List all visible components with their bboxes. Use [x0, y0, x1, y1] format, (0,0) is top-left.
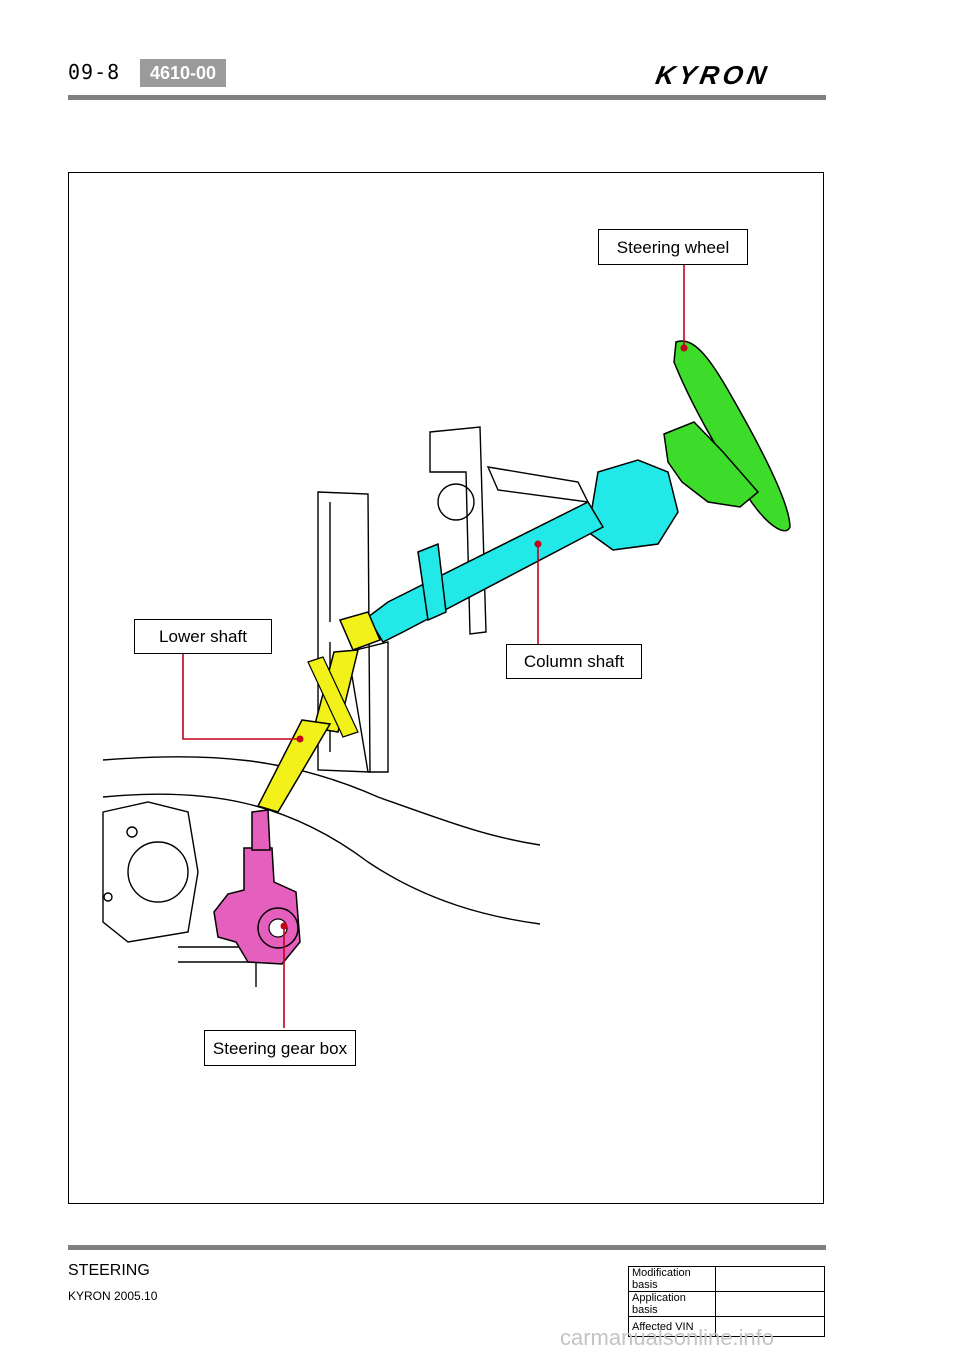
revision-table: Modification basis Application basis Aff… [628, 1266, 825, 1337]
leader-lines [182, 264, 685, 1028]
column-shaft-part [367, 459, 679, 643]
application-basis-value [715, 1291, 825, 1317]
leader-dots [280, 344, 688, 930]
section-code-badge: 4610-00 [140, 59, 226, 87]
edition-label: KYRON 2005.10 [68, 1289, 158, 1303]
page-number: 09-8 [68, 60, 121, 84]
table-row: Application basis [628, 1291, 825, 1317]
steering-wheel-callout: Steering wheel [598, 229, 748, 265]
vehicle-frame-outline [102, 426, 590, 987]
steering-gear-box-part [213, 809, 301, 965]
table-row: Affected VIN [628, 1316, 825, 1337]
modification-basis-value [715, 1266, 825, 1292]
steering-gear-box-callout: Steering gear box [204, 1030, 356, 1066]
steering-wheel-part [663, 340, 791, 532]
table-row: Modification basis [628, 1266, 825, 1292]
footer-divider [68, 1245, 826, 1250]
affected-vin-label: Affected VIN [628, 1316, 716, 1337]
header-divider [68, 95, 826, 100]
modification-basis-label: Modification basis [628, 1266, 716, 1292]
affected-vin-value [715, 1316, 825, 1337]
column-shaft-callout: Column shaft [506, 644, 642, 679]
lower-shaft-part [256, 611, 382, 813]
steering-system-illustration [102, 264, 791, 1028]
application-basis-label: Application basis [628, 1291, 716, 1317]
lower-shaft-callout: Lower shaft [134, 619, 272, 654]
watermark: carmanualsonline.info [560, 1325, 775, 1350]
chapter-title: STEERING [68, 1262, 150, 1279]
brand-logo: KYRON [653, 60, 773, 90]
figure-frame [68, 172, 824, 1204]
